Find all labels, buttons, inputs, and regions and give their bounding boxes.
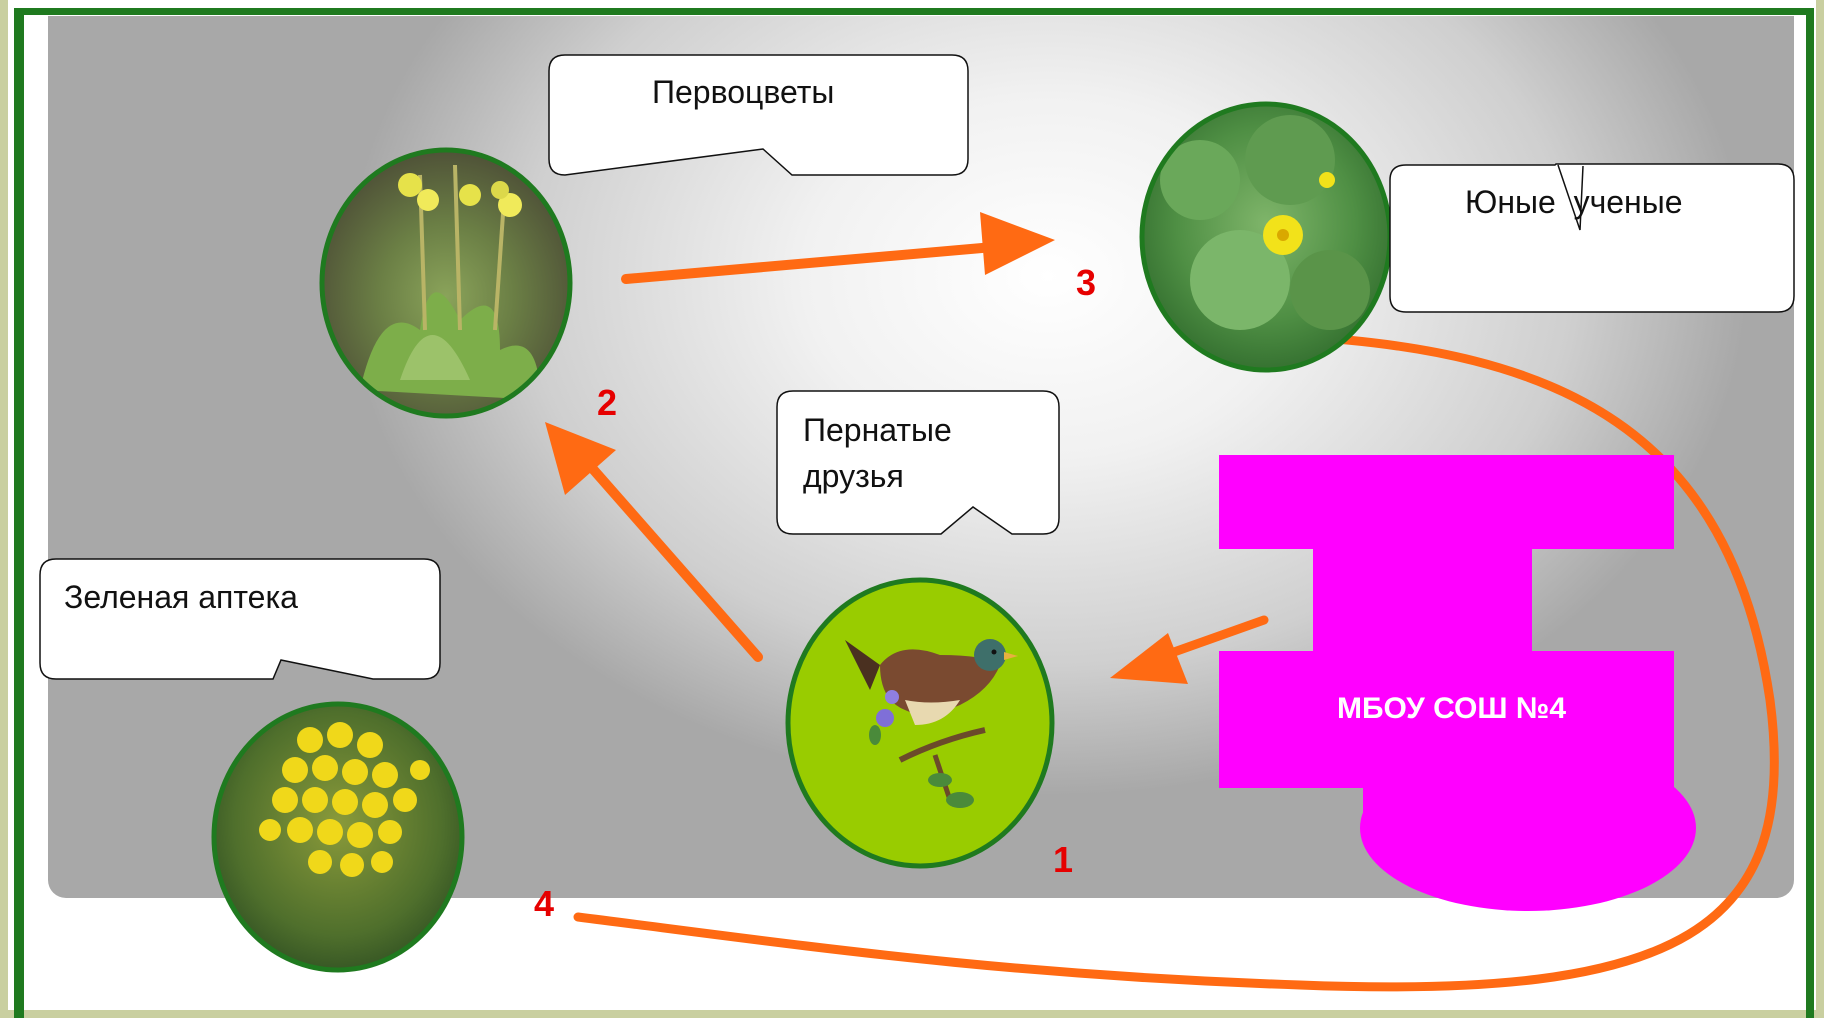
callout-green-pharmacy [39, 558, 441, 680]
callout-primroses-text: Первоцветы [652, 74, 834, 110]
callout-green-pharmacy-text: Зеленая аптека [64, 579, 298, 615]
frame-top-border [14, 8, 1814, 15]
school-name: МБОУ СОШ №4 [1337, 692, 1566, 725]
step-number-3: 3 [1076, 262, 1096, 303]
arrow-to-young-scientists [621, 212, 1055, 284]
step-number-2: 2 [597, 382, 617, 423]
arrow-to-primroses [545, 422, 763, 662]
callout-feathered-friends-line1: Пернатые [803, 412, 952, 448]
frame-right-border [1806, 8, 1814, 1018]
feathered-friends-image [785, 577, 1055, 869]
young-scientists-image [1139, 101, 1393, 373]
callout-primroses [548, 54, 969, 176]
callout-feathered-friends [776, 390, 1060, 535]
route-curve-4 [573, 331, 1779, 992]
school-building [1219, 455, 1696, 911]
green-pharmacy-image [211, 701, 465, 973]
callout-young-scientists-text: Юные ученые [1465, 184, 1683, 220]
callout-young-scientists [1389, 163, 1795, 313]
step-number-1: 1 [1053, 839, 1073, 880]
step-number-4: 4 [534, 883, 554, 924]
frame-left-border [14, 8, 24, 1018]
callout-feathered-friends-line2: друзья [803, 458, 904, 494]
primrose-image [319, 147, 573, 419]
arrow-to-feathered-friends [1110, 615, 1269, 684]
